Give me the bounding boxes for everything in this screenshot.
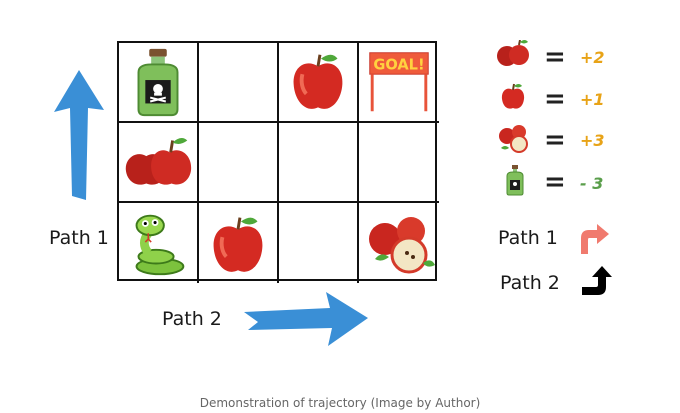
legend-path1-label: Path 1 (498, 227, 558, 249)
legend-two-apples-icon (497, 40, 529, 66)
grid-cell-r2c2 (199, 123, 279, 203)
legend-path2-label: Path 2 (500, 272, 560, 294)
grid-cell-r2c3 (279, 123, 359, 203)
legend-equals-3: = (544, 125, 566, 155)
grid-cell-r3c3 (279, 203, 359, 283)
grid-cell-r1c2 (199, 43, 279, 123)
goal-text: GOAL! (373, 56, 424, 73)
apple-icon (213, 217, 263, 272)
grid-cell-r1c1 (119, 43, 199, 123)
grid-cell-r3c1 (119, 203, 199, 283)
grid-cell-r3c2 (199, 203, 279, 283)
legend-value-1: +2 (580, 48, 605, 67)
grid-cell-r3c4 (359, 203, 439, 283)
legend-equals-4: = (544, 167, 566, 197)
legend-value-3: +3 (580, 131, 605, 150)
legend-equals-2: = (544, 84, 566, 114)
path1-up-arrow-icon (54, 70, 104, 200)
legend-equals-1: = (544, 42, 566, 72)
grid-cell-r2c1 (119, 123, 199, 203)
grid-cell-r1c4: GOAL! (359, 43, 439, 123)
grid-cell-r1c3 (279, 43, 359, 123)
trajectory-grid: GOAL! (117, 41, 439, 283)
red-turn-right-arrow-icon (581, 224, 609, 254)
legend-poison-bottle-icon (506, 165, 524, 196)
figure-caption: Demonstration of trajectory (Image by Au… (199, 396, 481, 410)
snake-icon (135, 214, 185, 276)
legend-apple-icon (501, 83, 525, 109)
black-turn-up-arrow-icon (582, 266, 612, 295)
poison-bottle-icon (137, 48, 179, 117)
path2-label: Path 2 (162, 308, 222, 330)
legend-value-2: +1 (580, 90, 605, 109)
grid-cell-r2c4 (359, 123, 439, 203)
goal-sign-icon: GOAL! (369, 52, 429, 112)
path1-label: Path 1 (49, 227, 109, 249)
two-apples-icon (125, 138, 192, 185)
legend-value-4: - 3 (580, 174, 604, 193)
apple-icon (293, 54, 343, 109)
path2-right-arrow-icon (244, 292, 368, 346)
apple-group-icon (369, 217, 435, 274)
legend-apple-group-icon (499, 125, 528, 153)
